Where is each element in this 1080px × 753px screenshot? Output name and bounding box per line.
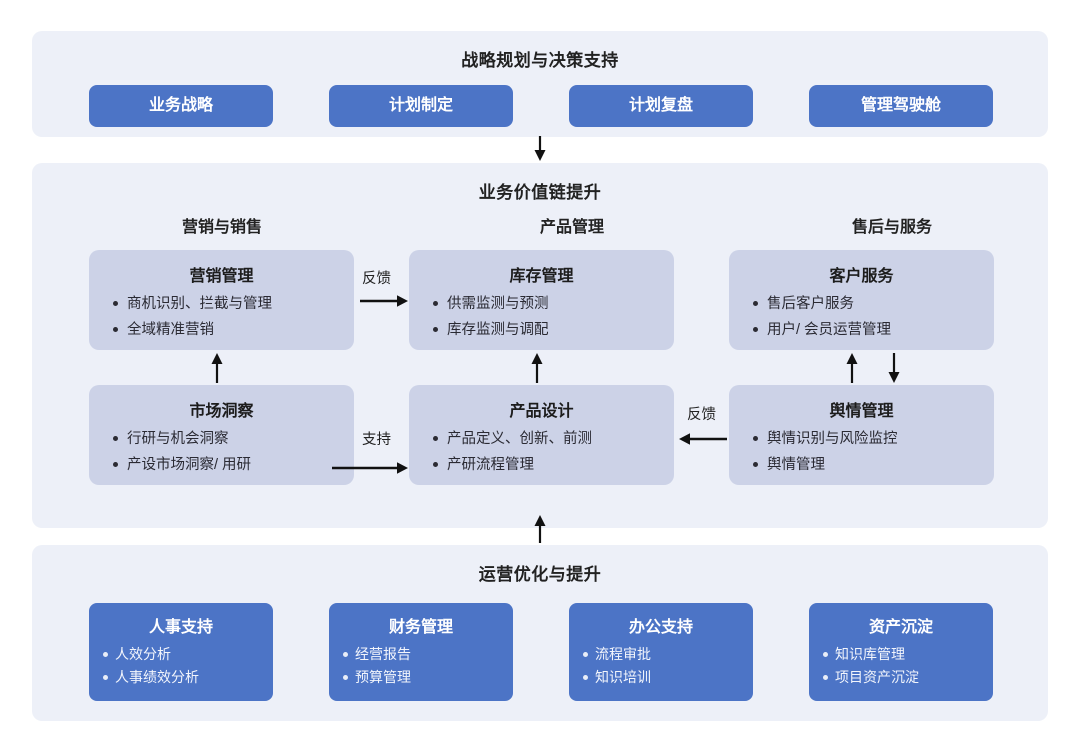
arrow-label-feedback-right: 反馈 (687, 407, 716, 423)
strategy-card-label: 管理驾驶舱 (860, 97, 941, 114)
section-title-value-chain: 业务价值链提升 (478, 183, 602, 202)
list-item: 售后客户服务 (753, 291, 984, 317)
arrow-down-customer-service-to-opinion (888, 353, 900, 383)
operations-card-item-list: 人效分析 人事绩效分析 (89, 643, 273, 689)
value-card-customer-service[interactable]: 客户服务 售后客户服务 用户/ 会员运营管理 (729, 250, 994, 350)
value-card-item-list: 商机识别、拦截与管理 全域精准营销 (99, 291, 344, 343)
list-item: 人事绩效分析 (103, 666, 273, 689)
arrow-down-strategy-to-valuechain (534, 136, 546, 161)
section-strategy-planning: 战略规划与决策支持 业务战略 计划制定 计划复盘 管理驾驶舱 (32, 31, 1048, 137)
section-operations-optimization: 运营优化与提升 人事支持 人效分析 人事绩效分析 财务管理 经营报告 预算管理 … (32, 545, 1048, 721)
strategy-card-plan-making[interactable]: 计划制定 (329, 85, 513, 127)
value-card-title: 市场洞察 (189, 403, 254, 420)
value-card-item-list: 售后客户服务 用户/ 会员运营管理 (739, 291, 984, 343)
strategy-card-label: 计划制定 (388, 97, 453, 114)
list-item: 商机识别、拦截与管理 (113, 291, 344, 317)
strategy-card-business-strategy[interactable]: 业务战略 (89, 85, 273, 127)
value-card-title: 产品设计 (509, 403, 574, 420)
arrow-up-design-to-inventory (531, 353, 543, 383)
value-card-item-list: 产品定义、创新、前测 产研流程管理 (419, 426, 664, 478)
list-item: 舆情管理 (753, 452, 984, 478)
operations-card-item-list: 流程审批 知识培训 (569, 643, 753, 689)
value-card-title: 营销管理 (189, 268, 254, 285)
operations-card-office-support[interactable]: 办公支持 流程审批 知识培训 (569, 603, 753, 701)
value-card-item-list: 供需监测与预测 库存监测与调配 (419, 291, 664, 343)
column-title-marketing-sales: 营销与销售 (181, 219, 262, 236)
list-item: 产设市场洞察/ 用研 (113, 452, 344, 478)
section-title-strategy: 战略规划与决策支持 (461, 51, 619, 70)
column-title-product-management: 产品管理 (539, 219, 604, 236)
arrow-label-support: 支持 (362, 432, 391, 448)
value-card-title: 客户服务 (829, 268, 894, 285)
column-title-aftersales-service: 售后与服务 (851, 219, 932, 236)
list-item: 预算管理 (343, 666, 513, 689)
value-card-item-list: 行研与机会洞察 产设市场洞察/ 用研 (99, 426, 344, 478)
list-item: 产品定义、创新、前测 (433, 426, 664, 452)
list-item: 流程审批 (583, 643, 753, 666)
operations-card-title: 资产沉淀 (868, 619, 933, 636)
value-card-title: 舆情管理 (829, 403, 894, 420)
value-card-public-opinion-management[interactable]: 舆情管理 舆情识别与风险监控 舆情管理 (729, 385, 994, 485)
value-card-title: 库存管理 (509, 268, 574, 285)
arrow-left-opinion-to-design (679, 433, 727, 445)
operations-card-title: 财务管理 (388, 619, 453, 636)
strategy-card-plan-review[interactable]: 计划复盘 (569, 85, 753, 127)
list-item: 项目资产沉淀 (823, 666, 993, 689)
arrow-right-insight-to-design (332, 462, 408, 474)
list-item: 用户/ 会员运营管理 (753, 317, 984, 343)
list-item: 知识培训 (583, 666, 753, 689)
arrow-label-feedback-top: 反馈 (362, 271, 391, 287)
section-value-chain: 业务价值链提升 营销与销售 产品管理 售后与服务 营销管理 商机识别、拦截与管理… (32, 163, 1048, 528)
operations-card-item-list: 知识库管理 项目资产沉淀 (809, 643, 993, 689)
operations-card-title: 人事支持 (148, 619, 213, 636)
value-card-marketing-management[interactable]: 营销管理 商机识别、拦截与管理 全域精准营销 (89, 250, 354, 350)
list-item: 知识库管理 (823, 643, 993, 666)
operations-card-finance-management[interactable]: 财务管理 经营报告 预算管理 (329, 603, 513, 701)
list-item: 经营报告 (343, 643, 513, 666)
operations-card-asset-accumulation[interactable]: 资产沉淀 知识库管理 项目资产沉淀 (809, 603, 993, 701)
list-item: 行研与机会洞察 (113, 426, 344, 452)
operations-card-hr-support[interactable]: 人事支持 人效分析 人事绩效分析 (89, 603, 273, 701)
strategy-card-management-cockpit[interactable]: 管理驾驶舱 (809, 85, 993, 127)
arrow-right-marketing-to-inventory (360, 295, 408, 307)
list-item: 产研流程管理 (433, 452, 664, 478)
list-item: 全域精准营销 (113, 317, 344, 343)
list-item: 人效分析 (103, 643, 273, 666)
value-card-market-insight[interactable]: 市场洞察 行研与机会洞察 产设市场洞察/ 用研 (89, 385, 354, 485)
arrow-up-opinion-to-customer-service (846, 353, 858, 383)
arrow-up-operations-to-valuechain (534, 515, 546, 543)
value-card-inventory-management[interactable]: 库存管理 供需监测与预测 库存监测与调配 (409, 250, 674, 350)
value-card-product-design[interactable]: 产品设计 产品定义、创新、前测 产研流程管理 (409, 385, 674, 485)
operations-card-item-list: 经营报告 预算管理 (329, 643, 513, 689)
strategy-card-label: 计划复盘 (628, 97, 693, 114)
section-title-operations: 运营优化与提升 (478, 565, 602, 584)
operations-card-title: 办公支持 (628, 619, 693, 636)
list-item: 舆情识别与风险监控 (753, 426, 984, 452)
list-item: 库存监测与调配 (433, 317, 664, 343)
list-item: 供需监测与预测 (433, 291, 664, 317)
strategy-card-label: 业务战略 (148, 97, 213, 114)
value-card-item-list: 舆情识别与风险监控 舆情管理 (739, 426, 984, 478)
arrow-up-insight-to-marketing (211, 353, 223, 383)
